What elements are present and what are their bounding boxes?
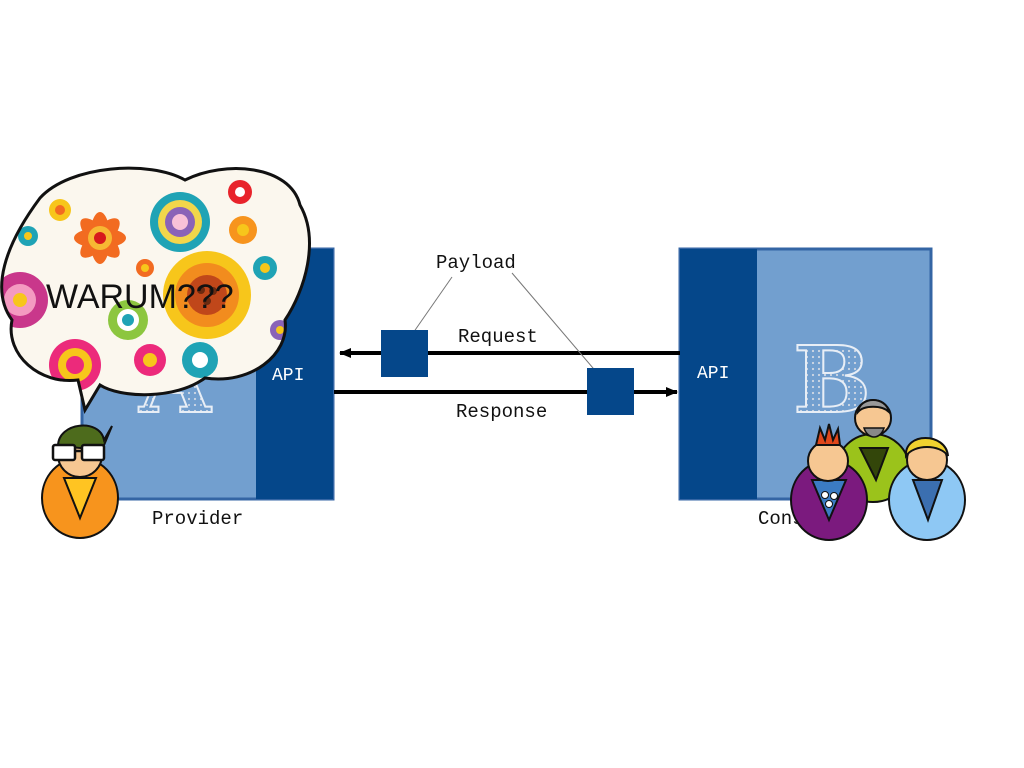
provider-caption: Provider	[152, 508, 243, 530]
consumer-api-panel	[680, 249, 757, 499]
request-payload-square	[381, 330, 428, 377]
response-payload-square	[587, 368, 634, 415]
thought-bubble-text: WARUM???	[46, 278, 234, 316]
provider-api-label: API	[272, 366, 304, 386]
flower-pattern	[1, 180, 290, 391]
consumer-api-label: API	[697, 364, 729, 384]
provider-person-icon	[41, 424, 119, 539]
consumer-box: API B	[678, 247, 933, 501]
payload-label: Payload	[436, 252, 516, 274]
thought-bubble: WARUM???	[0, 166, 311, 414]
consumer-people-icon	[790, 399, 966, 541]
request-label: Request	[458, 326, 538, 348]
response-label: Response	[456, 401, 547, 423]
